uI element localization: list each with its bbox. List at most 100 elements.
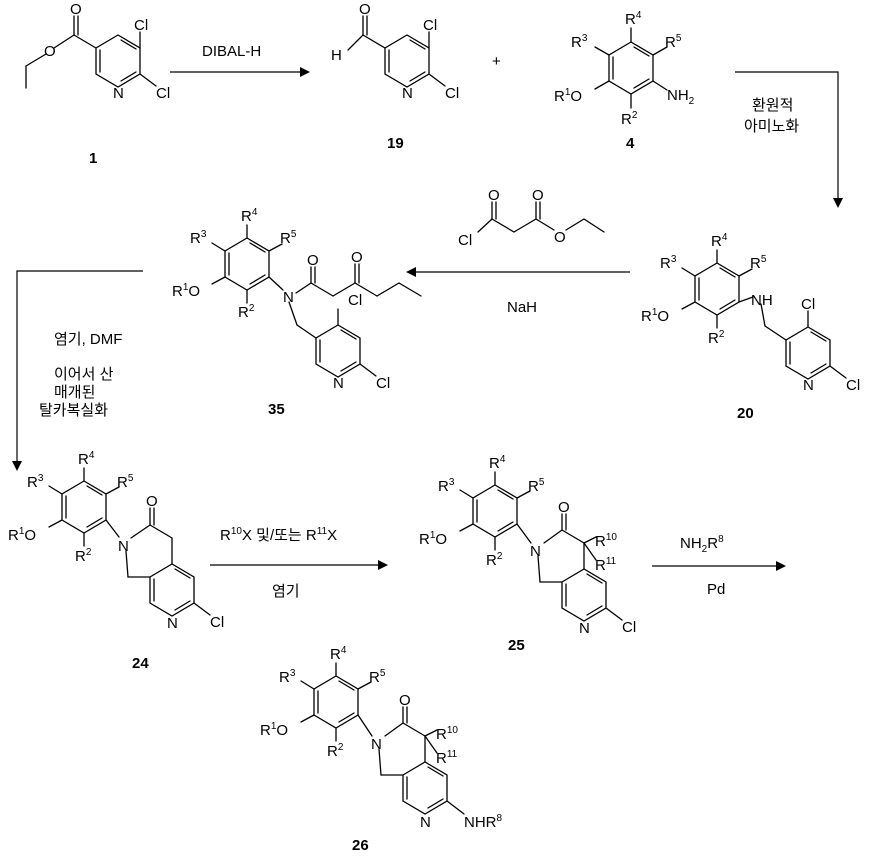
c26-r5: R5 <box>369 668 386 686</box>
condition-alkylating-agents: R10X 및/또는 R11X <box>220 526 337 544</box>
condition-base-dmf: 염기, DMF <box>54 331 122 348</box>
c24-n-lactam: N <box>118 538 129 555</box>
c26-r11: R11 <box>436 749 458 767</box>
condition-base-step5: 염기 <box>272 583 300 600</box>
c35-r4: R4 <box>241 207 258 225</box>
c25-r1o: R1O <box>419 530 447 548</box>
c35-n-pyridine: N <box>333 375 344 392</box>
compound-label-35: 35 <box>268 401 285 418</box>
arrow-step1-head <box>300 67 310 77</box>
compound-35-structure <box>212 225 421 377</box>
c20-cl-top: Cl <box>801 296 815 313</box>
arrow-step2 <box>735 72 838 200</box>
c35-o2: O <box>351 249 363 266</box>
condition-decarboxylation: 탈카복실화 <box>39 402 108 419</box>
c19-o: O <box>359 1 371 18</box>
c24-cl: Cl <box>210 614 224 631</box>
condition-amine-reagent: NH2R8 <box>680 534 724 555</box>
c26-r1o: R1O <box>260 721 288 739</box>
condition-reductive-amination-1: 환원적 <box>752 97 793 114</box>
c25-r4: R4 <box>489 454 506 472</box>
c26-r3: R3 <box>279 668 296 686</box>
arrow-step2-head <box>833 198 843 208</box>
compound-label-25: 25 <box>508 637 525 654</box>
c35-cl-bottom: Cl <box>376 375 390 392</box>
c25-r11: R11 <box>595 556 617 574</box>
c35-r5: R5 <box>280 229 297 247</box>
compound-label-24: 24 <box>132 655 149 672</box>
c26-r2: R2 <box>327 742 344 760</box>
c1-cl-bottom: Cl <box>156 85 170 102</box>
c4-r2: R2 <box>621 110 638 128</box>
c20-r5: R5 <box>750 254 767 272</box>
compound-24-structure <box>49 468 210 616</box>
c24-r1o: R1O <box>8 526 36 544</box>
malonyl-cl: Cl <box>458 232 472 249</box>
condition-pd: Pd <box>707 581 725 598</box>
compound-label-26: 26 <box>352 837 369 854</box>
malonyl-o1: O <box>488 187 500 204</box>
c24-o: O <box>146 493 158 510</box>
c26-nhr8: NHR8 <box>464 813 503 831</box>
arrow-step4-head <box>12 461 22 471</box>
c35-o1: O <box>307 252 319 269</box>
c25-r5: R5 <box>528 477 545 495</box>
arrow-step3-head <box>406 267 416 277</box>
c4-nh2: NH2 <box>667 87 695 107</box>
ethyl-malonyl-chloride-structure <box>478 202 604 232</box>
c26-r4: R4 <box>330 645 347 663</box>
c35-cl-top: Cl <box>348 292 362 309</box>
c24-n-pyridine: N <box>167 615 178 632</box>
c35-r2: R2 <box>238 303 255 321</box>
c1-cl-top: Cl <box>134 17 148 34</box>
c20-n-pyridine: N <box>803 377 814 394</box>
compound-4-structure <box>595 28 667 108</box>
compound-label-19: 19 <box>387 135 404 152</box>
c20-cl-bottom: Cl <box>846 377 860 394</box>
c35-n: N <box>283 289 294 306</box>
compound-label-20: 20 <box>737 405 754 422</box>
c25-n-lactam: N <box>530 543 541 560</box>
c20-r1o: R1O <box>641 307 669 325</box>
condition-then-acid: 이어서 산 <box>54 366 114 383</box>
c4-r1o: R1O <box>554 87 582 105</box>
c19-cl-top: Cl <box>423 17 437 34</box>
c1-n: N <box>113 85 124 102</box>
condition-reductive-amination-2: 아미노화 <box>744 118 799 135</box>
c26-o: O <box>399 692 411 709</box>
malonyl-o3: O <box>554 229 566 246</box>
c35-r1o: R1O <box>172 282 200 300</box>
c24-r3: R3 <box>27 473 44 491</box>
c25-n-pyridine: N <box>579 620 590 637</box>
arrow-step5-head <box>378 560 388 570</box>
c25-r3: R3 <box>438 477 455 495</box>
c1-o-ester: O <box>44 43 56 60</box>
c20-r4: R4 <box>711 232 728 250</box>
compound-20-structure <box>682 250 846 379</box>
compound-label-4: 4 <box>626 135 635 152</box>
c1-o-carbonyl: O <box>70 1 82 18</box>
c26-r10: R10 <box>436 725 458 743</box>
c4-r5: R5 <box>665 33 682 51</box>
c4-r4: R4 <box>625 10 642 28</box>
c25-cl: Cl <box>622 619 636 636</box>
c25-r2: R2 <box>486 551 503 569</box>
c26-n-lactam: N <box>371 736 382 753</box>
plus-sign: + <box>492 53 501 70</box>
c24-r5: R5 <box>117 473 134 491</box>
c19-cl-bottom: Cl <box>445 85 459 102</box>
arrow-step6-head <box>776 561 786 571</box>
condition-dibal-h: DIBAL-H <box>202 43 261 60</box>
c24-r4: R4 <box>78 450 95 468</box>
c24-r2: R2 <box>75 547 92 565</box>
c25-o: O <box>558 499 570 516</box>
c20-r2: R2 <box>708 329 725 347</box>
c26-n-pyridine: N <box>420 814 431 831</box>
c20-nh: NH <box>751 292 773 309</box>
c20-r3: R3 <box>660 254 677 272</box>
c4-r3: R3 <box>571 33 588 51</box>
malonyl-o2: O <box>532 187 544 204</box>
c35-r3: R3 <box>190 229 207 247</box>
c19-n: N <box>402 85 413 102</box>
